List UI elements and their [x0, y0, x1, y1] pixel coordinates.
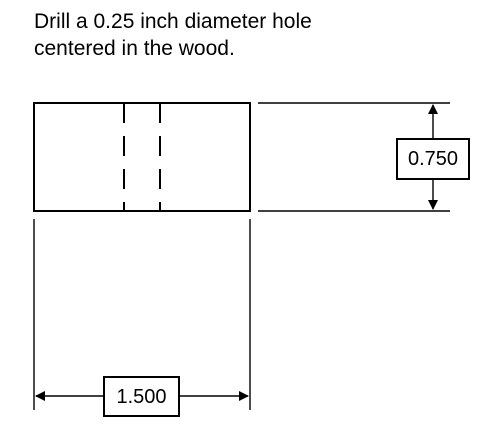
height-dimension — [258, 102, 450, 212]
width-dimension — [33, 219, 251, 410]
height-dimension-value: 0.750 — [407, 148, 459, 170]
height-dimension-label: 0.750 — [396, 138, 470, 180]
instruction-line-2: centered in the wood. — [34, 37, 235, 60]
width-dimension-label: 1.500 — [103, 376, 180, 417]
instruction-text: Drill a 0.25 inch diameter hole centered… — [34, 8, 474, 62]
instruction-line-1: Drill a 0.25 inch diameter hole — [34, 10, 312, 33]
width-dimension-value: 1.500 — [116, 385, 167, 408]
wood-block — [33, 102, 251, 212]
hole-hidden-lines — [123, 103, 161, 211]
